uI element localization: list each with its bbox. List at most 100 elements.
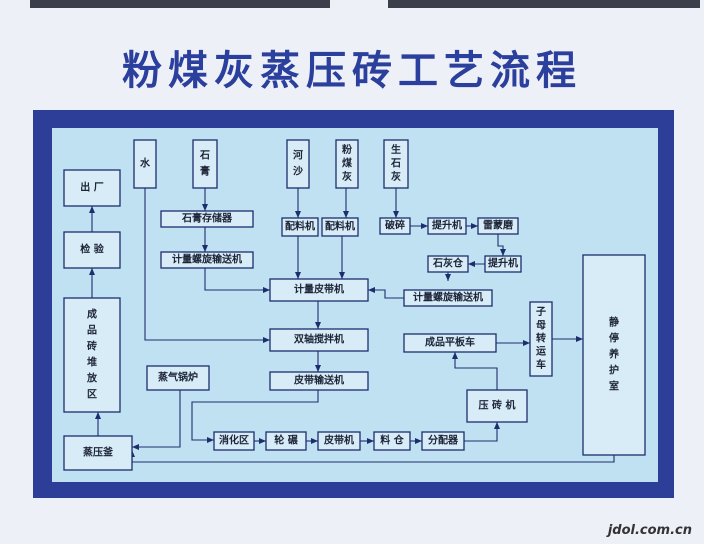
node-jiliang1: 计量螺旋输送机 bbox=[160, 251, 254, 269]
node-label: 子母转运车 bbox=[536, 306, 546, 371]
node-tisheng2: 提升机 bbox=[484, 255, 522, 273]
node-label: 水 bbox=[139, 157, 151, 170]
node-shengshihui: 生石灰 bbox=[383, 139, 409, 189]
node-hesha: 河沙 bbox=[286, 139, 310, 189]
site-watermark: jdol.com.cn bbox=[607, 523, 692, 538]
node-label: 石灰仓 bbox=[432, 257, 464, 270]
node-jiliang_pidai: 计量皮带机 bbox=[269, 278, 369, 302]
node-label: 检 验 bbox=[80, 243, 104, 256]
node-box bbox=[269, 328, 369, 352]
node-label: 提升机 bbox=[488, 257, 518, 270]
node-tisheng1: 提升机 bbox=[427, 217, 467, 235]
node-label: 河沙 bbox=[293, 150, 303, 178]
node-box bbox=[192, 139, 218, 189]
node-label: 双轴搅拌机 bbox=[294, 333, 344, 346]
flow-arrow bbox=[368, 287, 404, 299]
flow-arrow bbox=[191, 390, 319, 443]
node-fenpei: 分配器 bbox=[421, 431, 465, 451]
node-zimu: 子母转运车 bbox=[529, 301, 553, 377]
node-chuchang: 出 厂 bbox=[63, 169, 121, 207]
node-jingting: 静停养护室 bbox=[582, 254, 646, 456]
node-box bbox=[427, 255, 469, 273]
node-jiaoban: 双轴搅拌机 bbox=[269, 328, 369, 352]
node-label: 配料机 bbox=[325, 220, 355, 233]
node-box bbox=[63, 231, 121, 269]
node-label: 计量螺旋输送机 bbox=[413, 291, 483, 304]
node-label: 提升机 bbox=[432, 219, 462, 232]
node-box bbox=[335, 139, 359, 189]
node-box bbox=[286, 139, 310, 189]
node-box bbox=[466, 389, 528, 423]
node-label: 蒸压釜 bbox=[83, 446, 114, 459]
node-box bbox=[265, 431, 307, 451]
node-pidai_shusong: 皮带输送机 bbox=[269, 371, 369, 391]
node-label: 破碎 bbox=[385, 219, 405, 232]
node-label: 轮 碾 bbox=[274, 434, 298, 447]
node-box bbox=[379, 217, 411, 235]
flow-arrow bbox=[144, 188, 270, 343]
node-pingban: 成品平板车 bbox=[403, 333, 497, 353]
node-label: 雷蒙磨 bbox=[483, 219, 514, 232]
flow-arrow bbox=[464, 422, 500, 442]
node-fenmeihui: 粉煤灰 bbox=[335, 139, 359, 189]
node-label: 粉煤灰 bbox=[342, 143, 352, 183]
node-box bbox=[427, 217, 467, 235]
node-box bbox=[317, 431, 361, 451]
flow-arrow bbox=[204, 268, 270, 293]
node-box bbox=[213, 431, 255, 451]
node-label: 皮带机 bbox=[323, 434, 354, 447]
node-label: 计量皮带机 bbox=[294, 283, 344, 296]
node-label: 成品平板车 bbox=[425, 336, 475, 349]
node-box bbox=[281, 217, 319, 237]
node-zhengyafu: 蒸压釜 bbox=[63, 435, 133, 471]
node-yazhuan: 压 砖 机 bbox=[466, 389, 528, 423]
node-box bbox=[529, 301, 553, 377]
node-posui: 破碎 bbox=[379, 217, 411, 235]
node-box bbox=[582, 254, 646, 456]
node-liaocang: 料 仓 bbox=[373, 431, 411, 451]
node-jianyan: 检 验 bbox=[63, 231, 121, 269]
node-zhengqi: 蒸气锅炉 bbox=[146, 365, 210, 391]
node-label: 成品砖堆放区 bbox=[86, 308, 98, 401]
node-box bbox=[63, 435, 133, 471]
node-leimeng: 雷蒙磨 bbox=[477, 217, 519, 235]
node-box bbox=[269, 371, 369, 391]
node-xiaohua: 消化区 bbox=[213, 431, 255, 451]
node-box bbox=[146, 365, 210, 391]
node-peiliao2: 配料机 bbox=[321, 217, 359, 237]
node-label: 料 仓 bbox=[380, 434, 404, 447]
node-box bbox=[63, 169, 121, 207]
node-shui: 水 bbox=[133, 139, 157, 189]
node-box bbox=[403, 333, 497, 353]
node-label: 石膏存储器 bbox=[181, 212, 233, 225]
top-photo-strip-left bbox=[30, 0, 330, 8]
node-label: 生石灰 bbox=[390, 143, 401, 183]
top-photo-strip-right bbox=[388, 0, 700, 8]
flow-arrow bbox=[452, 352, 498, 390]
node-lunnian: 轮 碾 bbox=[265, 431, 307, 451]
node-label: 配料机 bbox=[285, 220, 315, 233]
node-box bbox=[269, 278, 369, 302]
node-label: 静停养护室 bbox=[608, 316, 620, 393]
node-box bbox=[403, 289, 493, 307]
node-box bbox=[133, 139, 157, 189]
node-label: 压 砖 机 bbox=[479, 399, 516, 412]
node-box bbox=[477, 217, 519, 235]
node-label: 计量螺旋输送机 bbox=[172, 253, 242, 266]
node-label: 皮带输送机 bbox=[293, 374, 344, 387]
page-title: 粉煤灰蒸压砖工艺流程 bbox=[122, 48, 582, 94]
node-shihuicang: 石灰仓 bbox=[427, 255, 469, 273]
node-peiliao1: 配料机 bbox=[281, 217, 319, 237]
node-pidaiji: 皮带机 bbox=[317, 431, 361, 451]
flow-arrow bbox=[129, 450, 615, 463]
node-box bbox=[421, 431, 465, 451]
node-label: 消化区 bbox=[219, 434, 249, 447]
flow-nodes: 出 厂检 验成品砖堆放区蒸压釜水石膏石膏存储器计量螺旋输送机河沙粉煤灰生石灰配料… bbox=[63, 139, 646, 471]
node-box bbox=[321, 217, 359, 237]
node-label: 蒸气锅炉 bbox=[158, 371, 198, 384]
flow-arrow bbox=[497, 234, 506, 256]
node-box bbox=[160, 210, 254, 228]
node-shigao_cun: 石膏存储器 bbox=[160, 210, 254, 228]
node-label: 出 厂 bbox=[80, 181, 103, 194]
